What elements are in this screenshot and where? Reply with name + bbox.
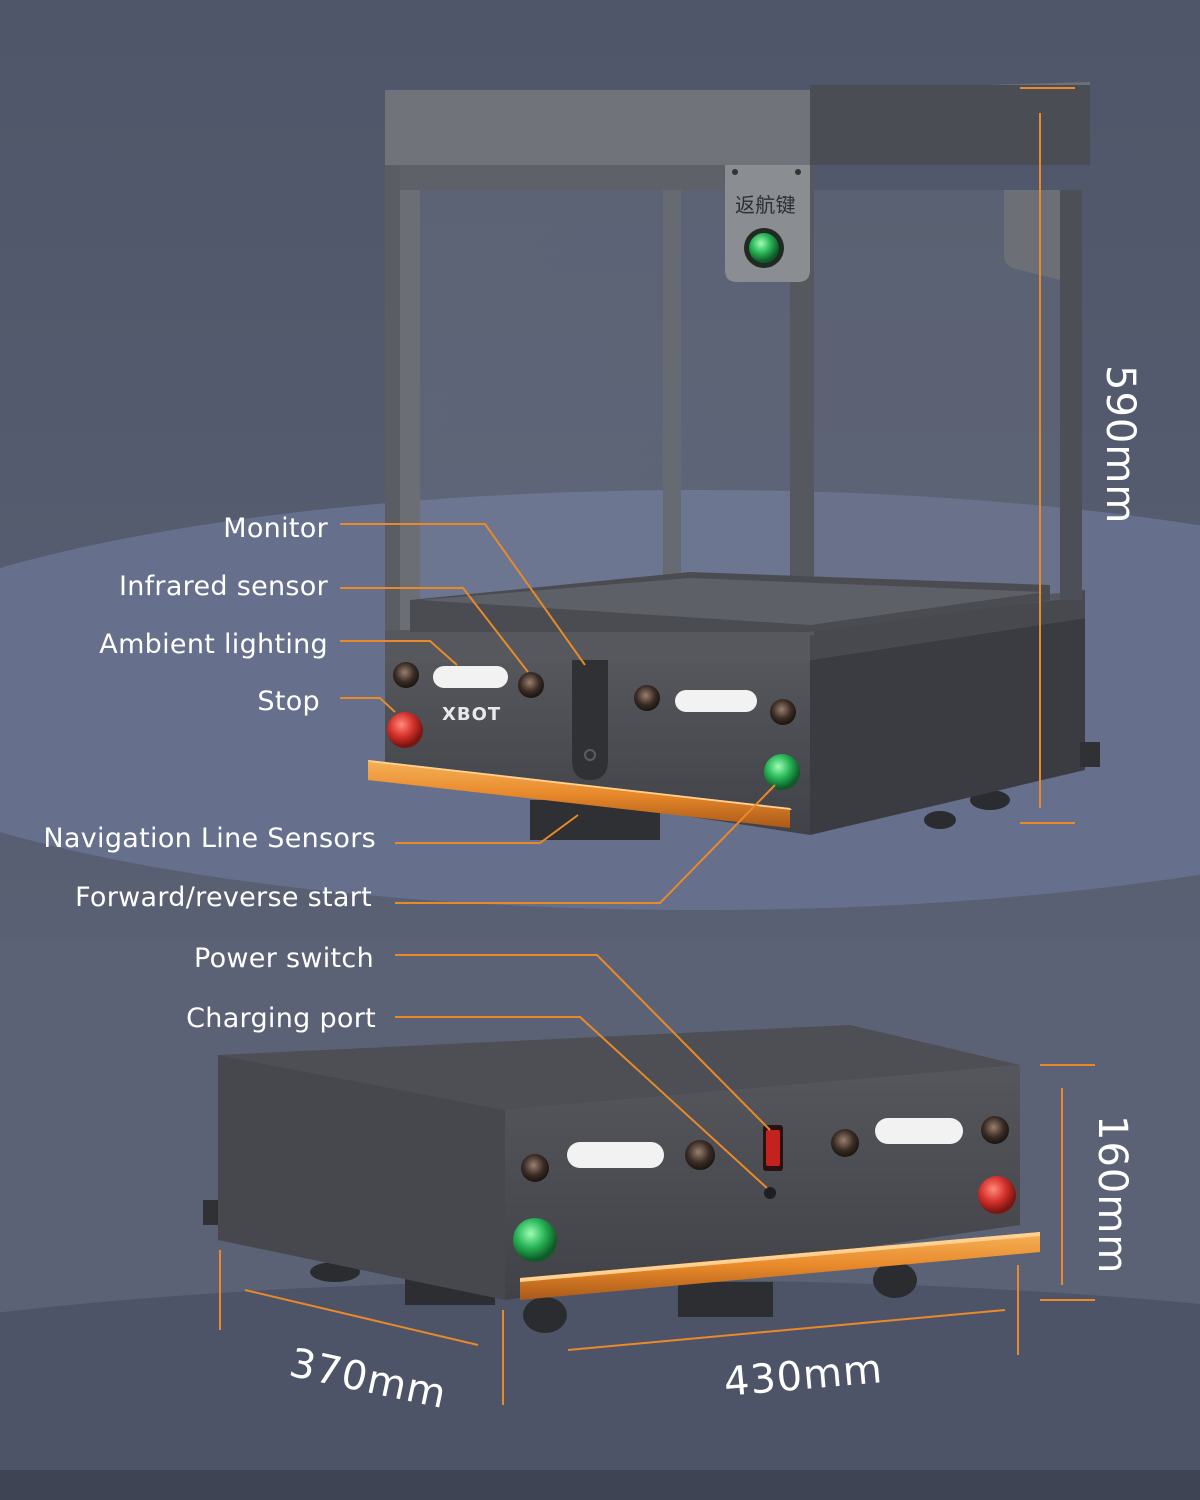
robot-logo: XBOT (442, 704, 502, 725)
return-button-icon (749, 233, 779, 263)
infrared-sensor-icon (521, 1154, 549, 1182)
robot-base-unit (203, 1025, 1040, 1333)
callout-charging-port: Charging port (186, 1003, 376, 1034)
callout-forward-reverse-start: Forward/reverse start (75, 882, 372, 913)
ambient-light-bar (675, 690, 757, 712)
callout-power-switch: Power switch (193, 943, 374, 974)
callout-leader-lines (340, 523, 776, 1189)
start-button-icon (764, 754, 800, 790)
start-button-icon (513, 1218, 557, 1262)
ambient-light-bar (875, 1118, 963, 1144)
infrared-sensor-icon (831, 1129, 859, 1157)
callout-navigation-line-sensors: Navigation Line Sensors (43, 823, 376, 854)
ambient-light-bar (567, 1142, 664, 1168)
return-button-label: 返航键 (735, 193, 796, 217)
infrared-sensor-icon (634, 685, 660, 711)
callout-ambient-lighting: Ambient lighting (99, 629, 328, 660)
callout-stop: Stop (257, 686, 320, 717)
infrared-sensor-icon (685, 1140, 715, 1170)
monitor-slot (572, 660, 608, 780)
bumper-bar (368, 760, 790, 828)
dimension-lines-top (1020, 87, 1075, 824)
callout-monitor: Monitor (223, 513, 328, 544)
infrared-sensor-icon (981, 1116, 1009, 1144)
dimension-height-base: 160mm (1089, 1115, 1135, 1275)
infrared-sensor-icon (770, 699, 796, 725)
dimension-lines-bottom (219, 1064, 1095, 1405)
power-switch-icon (766, 1130, 780, 1166)
robot-with-frame (368, 82, 1100, 840)
stop-button-icon (978, 1176, 1016, 1214)
charging-port-icon (764, 1187, 776, 1199)
bumper-bar (520, 1232, 1040, 1300)
dimension-height-total: 590mm (1097, 365, 1143, 525)
stop-button-icon (387, 712, 423, 748)
callout-infrared-sensor: Infrared sensor (118, 571, 328, 602)
ambient-light-bar (433, 666, 508, 688)
infrared-sensor-icon (393, 662, 419, 688)
display-platform-bottom (0, 1280, 1200, 1500)
infrared-sensor-icon (518, 672, 544, 698)
